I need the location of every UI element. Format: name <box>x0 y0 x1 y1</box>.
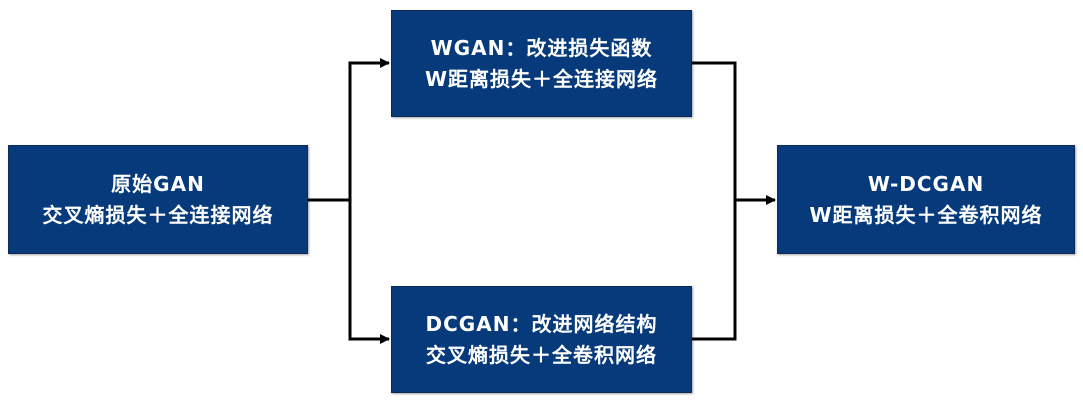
node-title: W-DCGAN <box>867 171 985 196</box>
node-desc: 交叉熵损失＋全连接网络 <box>42 202 274 227</box>
node-title: 原始GAN <box>111 171 205 196</box>
node-desc: 交叉熵损失＋全卷积网络 <box>426 342 657 367</box>
edge-wgan-merge <box>692 61 737 341</box>
edge-to-dcgan <box>348 200 390 344</box>
node-w-dcgan: W-DCGAN W距离损失＋全卷积网络 <box>777 145 1075 254</box>
node-dcgan: DCGAN：改进网络结构 交叉熵损失＋全卷积网络 <box>391 286 692 393</box>
node-title: DCGAN：改进网络结构 <box>425 311 658 336</box>
edge-to-wgan <box>348 58 390 339</box>
node-original-gan: 原始GAN 交叉熵损失＋全连接网络 <box>8 145 308 254</box>
node-wgan: WGAN：改进损失函数 W距离损失＋全连接网络 <box>391 10 692 117</box>
node-desc: W距离损失＋全卷积网络 <box>809 202 1043 227</box>
node-desc: W距离损失＋全连接网络 <box>424 66 659 91</box>
node-title: WGAN：改进损失函数 <box>430 35 653 60</box>
